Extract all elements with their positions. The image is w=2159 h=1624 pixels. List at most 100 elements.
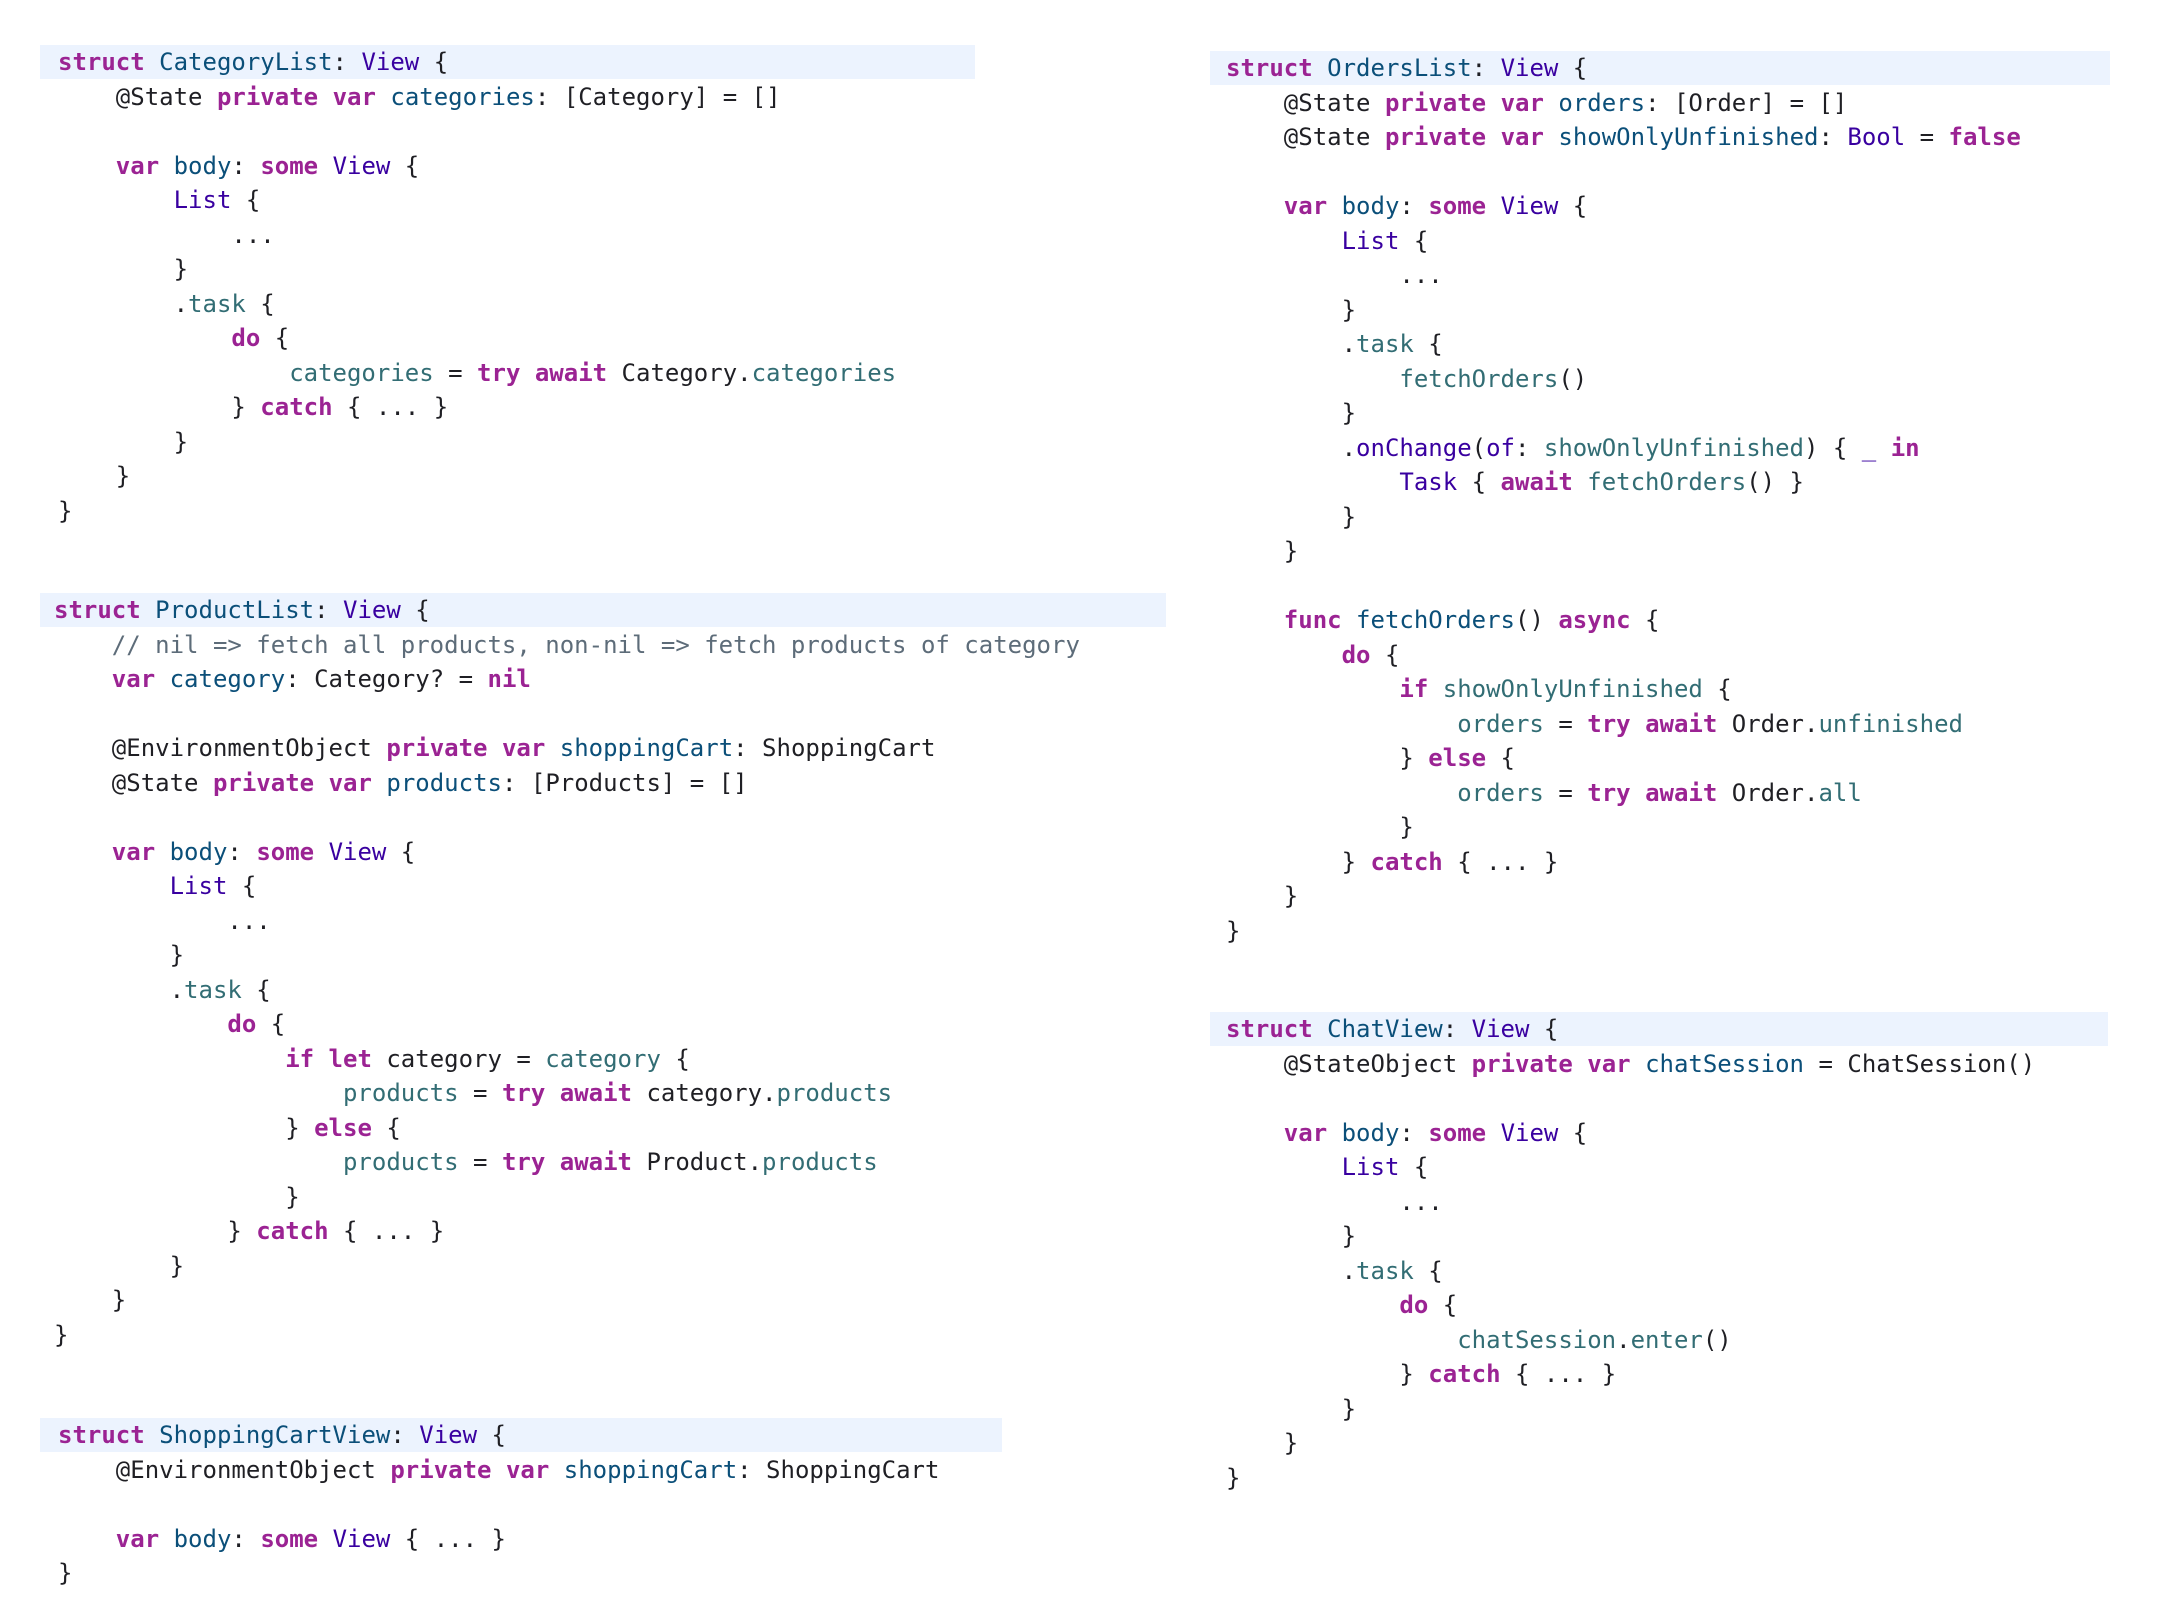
code-token: } <box>58 462 131 490</box>
code-token: struct <box>1226 1015 1313 1043</box>
code-token <box>54 1079 343 1107</box>
code-line: } <box>58 494 72 529</box>
code-token: View <box>361 48 420 76</box>
code-token: { <box>1399 1153 1429 1181</box>
code-token: category. <box>632 1079 777 1107</box>
code-token: orders <box>1457 709 1544 738</box>
code-token <box>1486 89 1500 117</box>
code-token: } <box>1226 916 1241 945</box>
code-token: } <box>1226 295 1357 324</box>
code-token: : <box>231 1524 261 1553</box>
code-token: await <box>1645 709 1718 738</box>
code-token: View <box>419 1421 478 1449</box>
code-token <box>58 359 289 387</box>
code-token: = <box>458 1148 502 1176</box>
code-token: { ... } <box>1442 847 1559 876</box>
code-token: if <box>1399 675 1429 703</box>
code-token: { <box>1413 330 1443 358</box>
code-token: ProductList <box>155 596 315 624</box>
code-token: private <box>1384 123 1487 151</box>
code-token <box>145 48 159 76</box>
code-token: } <box>58 1559 73 1587</box>
code-token: all <box>1818 778 1862 807</box>
code-token: products <box>386 768 502 797</box>
code-token: some <box>260 151 319 180</box>
code-token: some <box>1428 1118 1487 1147</box>
code-token: View <box>332 151 391 180</box>
code-token: : [Category] = [] <box>534 82 781 111</box>
code-token: } <box>58 255 189 283</box>
code-token: . <box>1616 1325 1631 1354</box>
code-token <box>155 665 169 693</box>
code-token: try <box>1587 778 1631 807</box>
code-line: if showOnlyUnfinished { <box>1226 672 1731 707</box>
code-token <box>1486 123 1500 151</box>
code-token: : <box>227 837 257 866</box>
code-token: task <box>184 975 242 1004</box>
code-token <box>159 152 173 180</box>
code-token: { <box>1370 640 1400 669</box>
code-line: do { <box>58 321 289 356</box>
code-token <box>1226 675 1399 703</box>
code-token: { <box>419 48 449 76</box>
code-line: List { <box>1226 1150 1429 1185</box>
code-token: } <box>58 393 261 421</box>
code-token: body <box>169 837 228 866</box>
code-token: body <box>1341 192 1400 220</box>
code-line: fetchOrders() <box>1226 362 1587 397</box>
code-token: unfinished <box>1818 709 1963 738</box>
code-token <box>1342 606 1356 634</box>
code-token: } <box>1226 1429 1299 1457</box>
code-token: private <box>216 82 319 111</box>
code-token: Order. <box>1717 709 1819 738</box>
code-token: @State <box>1226 123 1385 151</box>
code-token: { <box>231 186 261 214</box>
code-token: } <box>1226 1360 1429 1388</box>
code-token: { <box>1457 468 1501 496</box>
code-token <box>54 1148 343 1176</box>
code-token <box>58 186 174 214</box>
code-line: @State private var orders: [Order] = [] <box>1226 86 1848 121</box>
code-token: } <box>1226 882 1299 910</box>
code-token: @State <box>58 82 217 111</box>
code-token: { <box>371 1113 401 1142</box>
code-token <box>1486 1119 1500 1147</box>
code-token: { <box>1558 54 1588 82</box>
code-line: } <box>1226 293 1356 328</box>
code-token: task <box>188 289 246 318</box>
code-token <box>372 769 386 797</box>
code-line: struct CategoryList: View { <box>58 45 448 80</box>
code-line: @EnvironmentObject private var shoppingC… <box>54 731 936 766</box>
code-token: await <box>559 1079 632 1107</box>
code-token: : <box>390 1421 420 1449</box>
code-token: } <box>1226 847 1371 876</box>
code-line: } <box>1226 1392 1356 1427</box>
code-token: showOnlyUnfinished <box>1543 433 1804 462</box>
code-token: shoppingCart <box>563 1455 738 1484</box>
code-line: } <box>1226 810 1413 845</box>
code-token: fetchOrders <box>1356 606 1515 634</box>
code-token <box>54 1045 285 1073</box>
code-token: try <box>1587 709 1631 738</box>
code-token <box>54 872 170 900</box>
code-token: Product. <box>632 1148 763 1176</box>
declaration-highlight <box>1210 1012 2108 1046</box>
code-token: products <box>762 1148 878 1176</box>
code-line: } <box>54 1318 68 1353</box>
code-token: { <box>1428 1291 1458 1319</box>
code-token: catch <box>256 1217 329 1245</box>
code-block-category-list: struct CategoryList: View { @State priva… <box>40 45 980 540</box>
code-token <box>1631 1050 1645 1078</box>
code-token <box>58 1525 116 1553</box>
code-token: View <box>1500 192 1559 220</box>
code-line: struct ProductList: View { <box>54 593 430 628</box>
code-token <box>54 1010 227 1038</box>
code-line: } <box>1226 1219 1356 1254</box>
code-token: @State <box>54 768 213 797</box>
code-block-product-list: struct ProductList: View { // nil => fet… <box>40 593 1170 1368</box>
code-line: categories = try await Category.categori… <box>58 356 896 391</box>
code-token <box>318 1525 332 1553</box>
code-token: : <box>231 151 261 180</box>
code-token: false <box>1948 123 2021 151</box>
code-line: @StateObject private var chatSession = C… <box>1226 1047 2035 1082</box>
